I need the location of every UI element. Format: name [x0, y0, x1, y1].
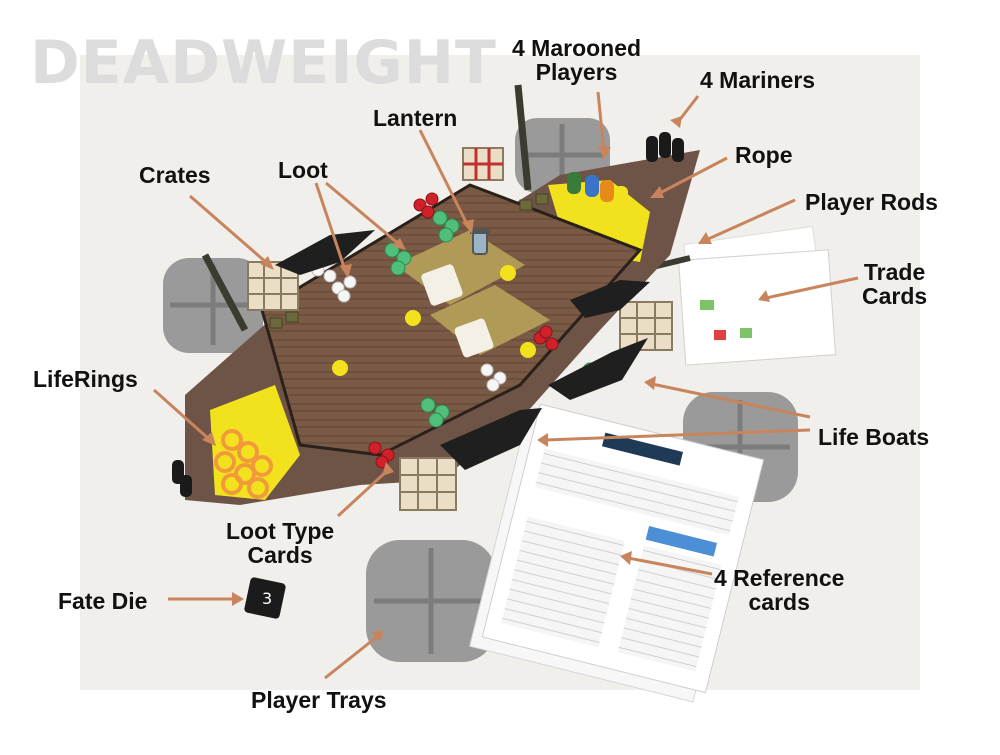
label-rope: Rope — [735, 142, 793, 168]
label-mariners: 4 Mariners — [700, 67, 816, 93]
mast — [514, 84, 532, 191]
life-boat — [548, 338, 648, 400]
label-reference-cards: 4 Reference cards — [714, 565, 845, 615]
life-boat — [275, 230, 375, 275]
arrow-marooned — [596, 91, 606, 153]
arrow-loot-type-cards — [336, 468, 390, 518]
trade-cards — [678, 225, 837, 366]
arrow-reference-cards — [627, 556, 713, 576]
mast — [201, 253, 249, 332]
label-life-boats: Life Boats — [818, 424, 930, 450]
arrow-rope — [657, 156, 728, 196]
arrow-player-rods — [705, 198, 796, 242]
crate — [399, 457, 457, 511]
player-tray — [366, 540, 496, 662]
svg-text:3: 3 — [262, 589, 272, 608]
arrow-heads — [202, 116, 770, 642]
arrow-player-trays — [324, 634, 379, 680]
life-boat — [570, 280, 650, 318]
label-trade-cards: Trade Cards — [862, 259, 928, 309]
lantern — [470, 228, 490, 255]
label-loot: Loot — [278, 157, 328, 183]
life-boat — [440, 408, 542, 470]
label-lantern: Lantern — [373, 105, 458, 131]
arrow-trade-cards — [765, 276, 859, 300]
arrow-liferings — [153, 388, 211, 442]
arrow-crates — [189, 194, 269, 266]
label-crates: Crates — [139, 162, 211, 188]
crate — [462, 147, 504, 181]
label-player-rods: Player Rods — [805, 189, 938, 215]
label-liferings: LifeRings — [33, 366, 138, 392]
life-rings — [214, 429, 273, 499]
arrow-life-boats-b — [544, 428, 811, 442]
player-tray — [163, 258, 263, 353]
arrow-lantern — [418, 129, 470, 227]
fate-die: 3 — [244, 577, 286, 619]
arrow-life-boats-a — [651, 382, 811, 419]
mariners — [172, 132, 684, 497]
label-fate-die: Fate Die — [58, 588, 148, 614]
arrow-loot-a — [314, 182, 347, 271]
game-title: DEADWEIGHT — [30, 28, 497, 98]
marooned-players — [567, 172, 628, 208]
label-loot-type-cards: Loot Type Cards — [226, 518, 335, 568]
deck-board — [260, 183, 643, 457]
arrow-loot-b — [325, 181, 401, 247]
loot-red — [368, 192, 559, 469]
label-marooned-players: 4 Marooned Players — [512, 35, 642, 85]
reference-cards — [469, 403, 765, 703]
crate — [619, 301, 673, 351]
label-player-trays: Player Trays — [251, 687, 387, 713]
